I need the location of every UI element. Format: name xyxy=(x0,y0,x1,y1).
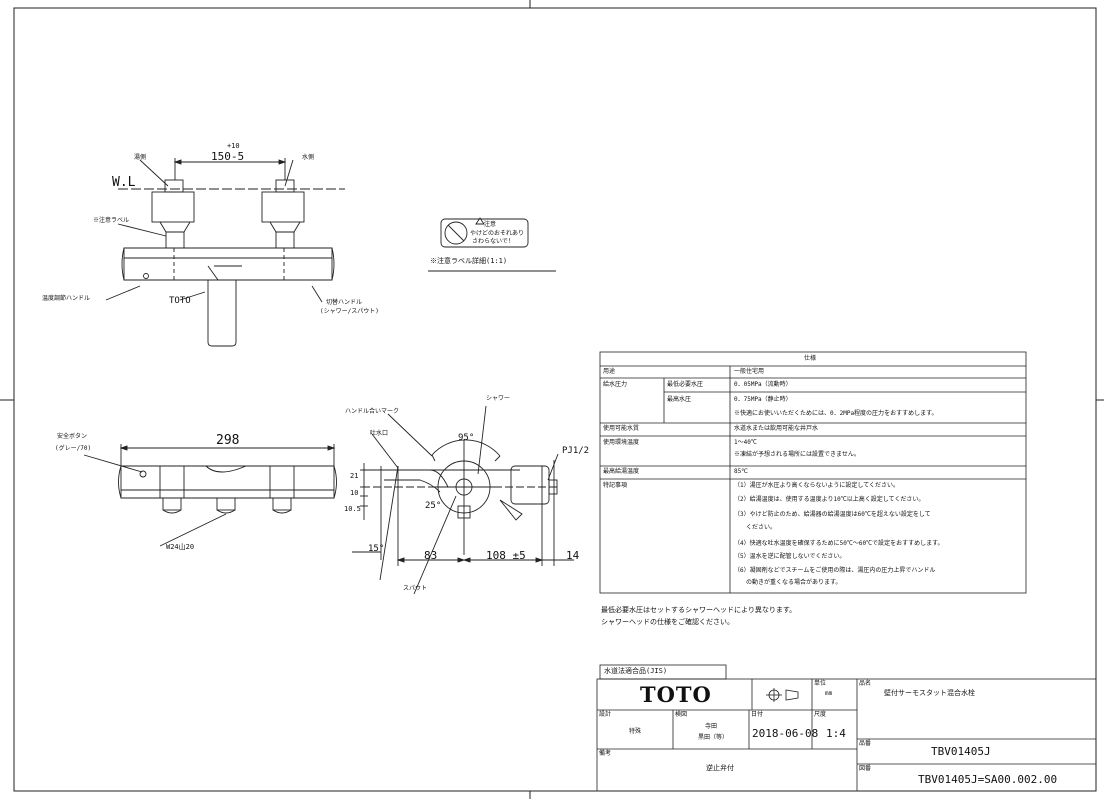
spec-row-label: 給水圧力 xyxy=(603,381,628,388)
spec-row-label: 用途 xyxy=(603,368,616,375)
drawing-border xyxy=(13,7,1097,792)
spec-title: 仕様 xyxy=(804,355,817,362)
spec-table-grid xyxy=(599,351,1027,594)
spec-row-value: （2）給湯温度は、使用する温度より10℃以上高く設定してください。 xyxy=(734,496,925,503)
date-label: 日付 xyxy=(751,711,764,718)
spec-row-value: （5）温水を逆に配管しないでください。 xyxy=(734,553,846,560)
hot-side-label: 湯側 xyxy=(134,154,147,161)
angle-15: 15° xyxy=(368,544,385,554)
spec-row-label: 使用環境温度 xyxy=(603,439,640,446)
date-value: 2018-06-08 xyxy=(752,727,819,740)
cold-side-label: 水側 xyxy=(302,154,315,161)
side-view xyxy=(352,405,574,595)
safety-button-color: (グレー/70) xyxy=(55,445,92,452)
unit-label: 単位 xyxy=(814,680,827,687)
dim-108: 108 ±5 xyxy=(486,549,526,562)
spec-row-value: （1）湯圧が水圧より高くならないように設定してください。 xyxy=(734,482,900,489)
remarks-value: 逆止弁付 xyxy=(706,764,734,772)
spec-row-label: 使用可能水質 xyxy=(603,425,640,432)
dim-10-5: 10.5 xyxy=(344,505,361,513)
caution-label-callout: ※注意ラベル xyxy=(93,217,130,224)
model-number: TBV01405J xyxy=(931,745,991,758)
spec-row-value: 一般住宅用 xyxy=(734,368,765,375)
dim-10: 10 xyxy=(350,489,359,497)
spout-label: スパウト xyxy=(403,585,428,592)
width-dimension: 298 xyxy=(216,433,240,448)
dim-spacing: 150-5 xyxy=(211,150,245,163)
note-line2: シャワーヘッドの仕様をご確認ください。 xyxy=(601,618,734,626)
caution-line1: やけどのおそれあり xyxy=(470,230,525,237)
model-label: 品番 xyxy=(859,740,872,747)
spec-row-value: ください。 xyxy=(734,524,777,531)
approve-value: 黒田（等） xyxy=(698,734,729,741)
handle-mark-label: ハンドル合いマーク xyxy=(345,408,400,415)
switch-handle-sub: (シャワー/スパウト) xyxy=(320,308,379,315)
spec-row-value: ※快適にお使いいただくためには、0．2MPa程度の圧力をおすすめします。 xyxy=(734,410,938,417)
spec-row-value: 水道水または飲用可能な井戸水 xyxy=(734,425,819,432)
spec-row-value: （6）凝固剤などでスチームをご使用の際は、湯圧内の圧力上昇でハンドル xyxy=(734,567,936,574)
spec-row-value: ※凍結が予想される場所には設置できません。 xyxy=(734,451,860,458)
spec-row-value: の動きが重くなる場合があります。 xyxy=(734,579,842,586)
pj-thread-label: PJ1/2 xyxy=(562,446,590,456)
dim-83: 83 xyxy=(424,549,438,562)
top-view xyxy=(83,444,337,547)
drawn-value: 特殊 xyxy=(629,728,642,735)
remarks-label: 備考 xyxy=(599,750,612,757)
spec-row-value: 85℃ xyxy=(734,468,748,475)
spec-row-sub: 最高水圧 xyxy=(667,396,692,403)
caution-detail-caption: ※注意ラベル詳細(1:1) xyxy=(430,257,508,265)
spec-row-value: 1～40℃ xyxy=(734,439,757,446)
drawn-label: 設計 xyxy=(599,711,612,718)
caution-line2: さわらないで！ xyxy=(472,238,514,245)
shower-label: シャワー xyxy=(486,395,511,402)
spout-opening-label: 吐水口 xyxy=(370,430,389,437)
drawing-number: TBV01405J=SA00.002.00 xyxy=(918,773,1058,786)
spec-row-value: 0．05MPa（流動時） xyxy=(734,381,792,388)
note-line1: 最低必要水圧はセットするシャワーヘッドにより異なります。 xyxy=(601,606,797,614)
product-name: 壁付サーモスタット混合水栓 xyxy=(884,689,975,697)
spec-row-label: 特記事項 xyxy=(603,482,628,489)
union-size-label: W24山20 xyxy=(166,543,195,551)
spec-row-label: 最高給湯温度 xyxy=(603,468,640,475)
angle-95: 95° xyxy=(458,433,475,443)
caution-title: 注意 xyxy=(484,221,497,228)
spec-row-sub: 最低必要水圧 xyxy=(667,381,704,388)
dim-14: 14 xyxy=(566,549,580,562)
title-block-grid xyxy=(596,664,1097,792)
spec-row-value: （3）やけど防止のため、給湯器の給湯温度は60℃を超えない設定をして xyxy=(734,511,931,518)
scale-label: 尺度 xyxy=(814,711,827,718)
drawing-no-label: 図番 xyxy=(859,765,872,772)
scale-value: 1:4 xyxy=(826,727,846,740)
safety-button-label: 安全ボタン xyxy=(57,433,88,440)
dim-21: 21 xyxy=(350,472,359,480)
front-view xyxy=(105,158,345,347)
check-value: 寺田 xyxy=(705,723,718,730)
water-level-label: W.L xyxy=(112,175,136,190)
brand-logo: TOTO xyxy=(640,682,712,707)
angle-25: 25° xyxy=(425,501,442,511)
temp-handle-label: 温度調節ハンドル xyxy=(42,295,91,302)
name-label: 品名 xyxy=(859,680,872,687)
check-label: 検図 xyxy=(675,711,688,718)
jis-label: 水道法適合品(JIS) xyxy=(604,667,668,675)
unit-value: mm xyxy=(825,690,833,697)
caution-label-outline xyxy=(428,217,556,272)
switch-handle-label: 切替ハンドル xyxy=(326,299,363,306)
spec-row-value: （4）快適な吐水温度を確保するために50℃～60℃で設定をおすすめします。 xyxy=(734,540,944,547)
spec-row-value: 0．75MPa（静止時） xyxy=(734,396,792,403)
brand-mark-label: TOTO xyxy=(169,296,191,306)
dim-tolerance: +10 xyxy=(227,142,240,150)
